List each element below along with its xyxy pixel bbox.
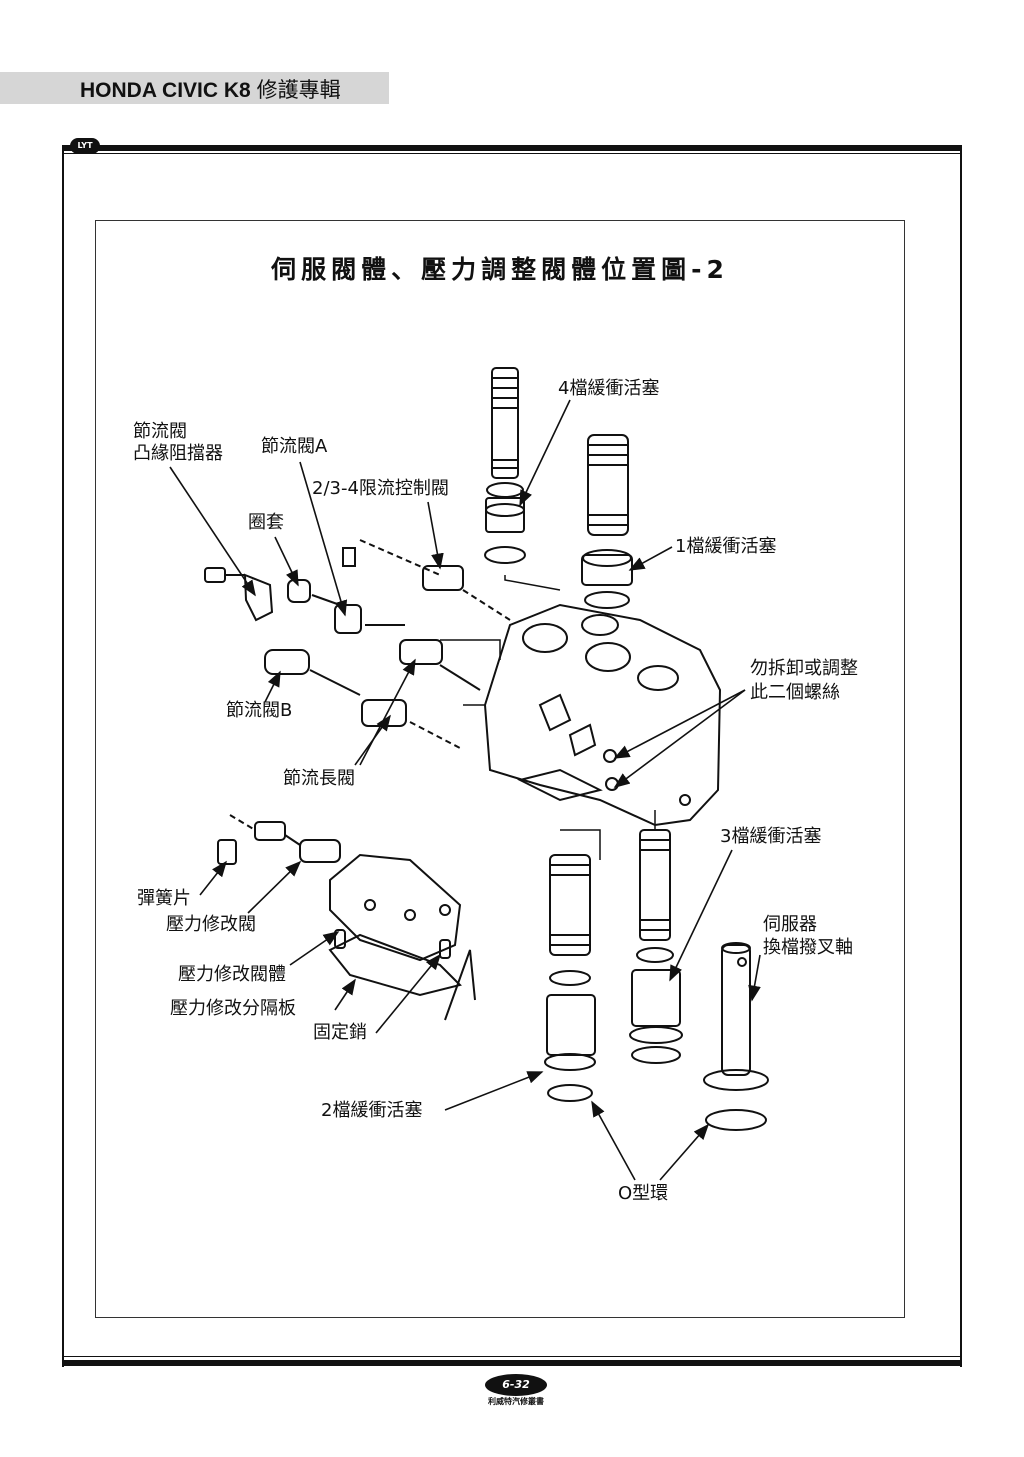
frame-bottom-thin-rule bbox=[62, 1356, 962, 1357]
servo-shaft bbox=[703, 942, 769, 1131]
label-servo-2: 換檔撥叉軸 bbox=[763, 937, 853, 958]
header-subtitle: 修護專輯 bbox=[256, 78, 341, 102]
diagram-box bbox=[95, 220, 905, 1318]
frame-top-rule bbox=[62, 145, 962, 151]
pressure-mod-body bbox=[217, 814, 476, 1021]
frame-right-rule bbox=[960, 145, 962, 1367]
frame-top-thin-rule bbox=[62, 153, 962, 154]
connection-lines bbox=[440, 575, 656, 860]
label-piston-3: 3檔緩衝活塞 bbox=[720, 826, 822, 847]
label-dowel-pin: 固定銷 bbox=[313, 1022, 367, 1043]
label-spring-plate: 彈簧片 bbox=[137, 888, 191, 909]
label-throttle-long-valve: 節流長閥 bbox=[283, 768, 355, 789]
leader-arrows bbox=[169, 399, 761, 1181]
diagram-title: 伺服閥體、壓力調整閥體位置圖-2 bbox=[271, 255, 729, 284]
label-pressure-mod-plate: 壓力修改分隔板 bbox=[170, 998, 296, 1019]
label-throttle-valve-a: 節流閥A bbox=[261, 436, 328, 457]
piston-2-assembly bbox=[544, 854, 596, 1102]
label-o-ring: O型環 bbox=[618, 1183, 669, 1204]
label-throttle-cam-2: 凸緣阻擋器 bbox=[133, 443, 223, 464]
label-limit-valve: 2/3-4限流控制閥 bbox=[312, 478, 449, 499]
header-brand: HONDA CIVIC K8 bbox=[80, 79, 251, 102]
label-throttle-valve-b: 節流閥B bbox=[226, 700, 293, 721]
servo-valve-body bbox=[483, 603, 722, 827]
label-sleeve: 圈套 bbox=[248, 512, 284, 533]
label-servo-1: 伺服器 bbox=[763, 914, 817, 935]
label-pressure-mod-valve: 壓力修改閥 bbox=[166, 914, 256, 935]
piston-1-assembly bbox=[581, 434, 633, 609]
label-no-remove-1: 勿拆卸或調整 bbox=[750, 658, 858, 679]
label-throttle-cam-1: 節流閥 bbox=[133, 421, 187, 442]
page-number: 6-32 bbox=[485, 1374, 547, 1396]
label-piston-1: 1檔緩衝活塞 bbox=[675, 536, 777, 557]
label-piston-4: 4檔緩衝活塞 bbox=[558, 378, 660, 399]
publisher-logo: LYT bbox=[70, 138, 100, 154]
label-no-remove-2: 此二個螺絲 bbox=[750, 682, 840, 703]
publisher-name: 利威特汽修叢書 bbox=[488, 1397, 544, 1406]
label-pressure-mod-body: 壓力修改閥體 bbox=[178, 964, 286, 985]
header-title: HONDA CIVIC K8 修護專輯 bbox=[80, 74, 341, 104]
frame-bottom-rule bbox=[62, 1360, 962, 1366]
label-piston-2: 2檔緩衝活塞 bbox=[321, 1100, 423, 1121]
piston-3-assembly bbox=[629, 829, 683, 1064]
header-band bbox=[0, 72, 389, 104]
piston-4-assembly bbox=[484, 367, 526, 564]
frame-left-rule bbox=[62, 145, 64, 1367]
